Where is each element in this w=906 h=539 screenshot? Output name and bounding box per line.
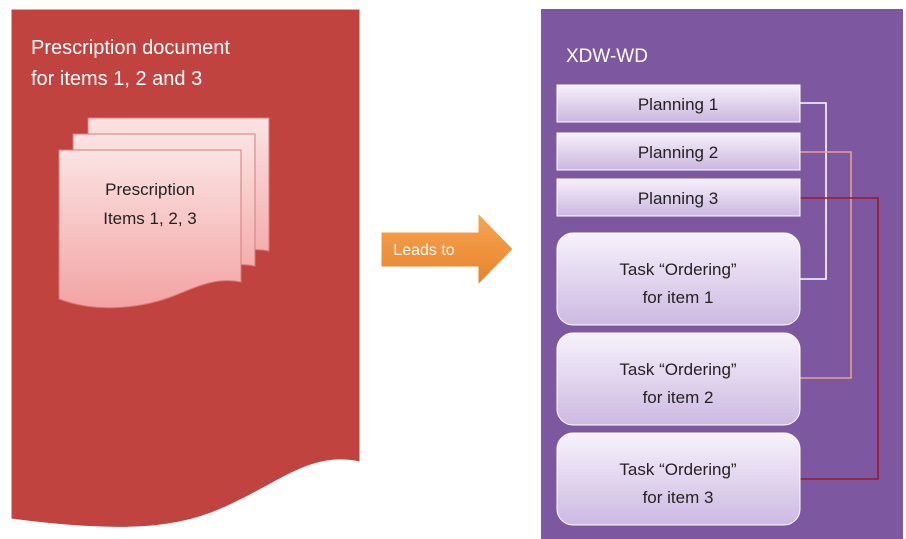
planning-bar-2: Planning 2 — [556, 132, 801, 171]
prescription-document-title-line2: for items 1, 2 and 3 — [31, 68, 202, 90]
xdw-wd-panel: XDW-WD Planning 1 Planning 2 Planning 3 … — [541, 9, 903, 539]
arrow-shape — [380, 211, 514, 287]
stack-label-line2: Items 1, 2, 3 — [103, 209, 197, 228]
planning-label-1: Planning 1 — [638, 95, 718, 114]
planning-label-2: Planning 2 — [638, 143, 718, 162]
task-box-2: Task “Ordering” for item 2 — [556, 332, 801, 426]
connectors — [800, 102, 879, 480]
prescription-page-stack: Prescription Items 1, 2, 3 — [58, 117, 270, 309]
arrow-label: Leads to — [393, 242, 454, 259]
prescription-document-panel: Prescription document for items 1, 2 and… — [10, 8, 361, 528]
leads-to-arrow: Leads to — [380, 211, 514, 287]
planning-bar-1: Planning 1 — [556, 84, 801, 123]
task-3-line2: for item 3 — [643, 488, 714, 507]
task-1-line1: Task “Ordering” — [619, 260, 736, 279]
task-2-line2: for item 2 — [643, 388, 714, 407]
planning-bar-3: Planning 3 — [556, 178, 801, 217]
task-3-line1: Task “Ordering” — [619, 460, 736, 479]
task-box-3: Task “Ordering” for item 3 — [556, 432, 801, 526]
task-2-line1: Task “Ordering” — [619, 360, 736, 379]
prescription-document-title-line1: Prescription document — [31, 37, 230, 59]
task-box-1: Task “Ordering” for item 1 — [556, 232, 801, 326]
task-1-line2: for item 1 — [643, 288, 714, 307]
stack-page-front — [58, 149, 242, 309]
connector-planning-1-task-1 — [800, 102, 827, 280]
connector-planning-2-task-2 — [800, 151, 852, 379]
planning-label-3: Planning 3 — [638, 189, 718, 208]
xdw-wd-title: XDW-WD — [566, 46, 648, 67]
connector-planning-3-task-3 — [800, 197, 879, 480]
stack-label-line1: Prescription — [105, 180, 195, 199]
